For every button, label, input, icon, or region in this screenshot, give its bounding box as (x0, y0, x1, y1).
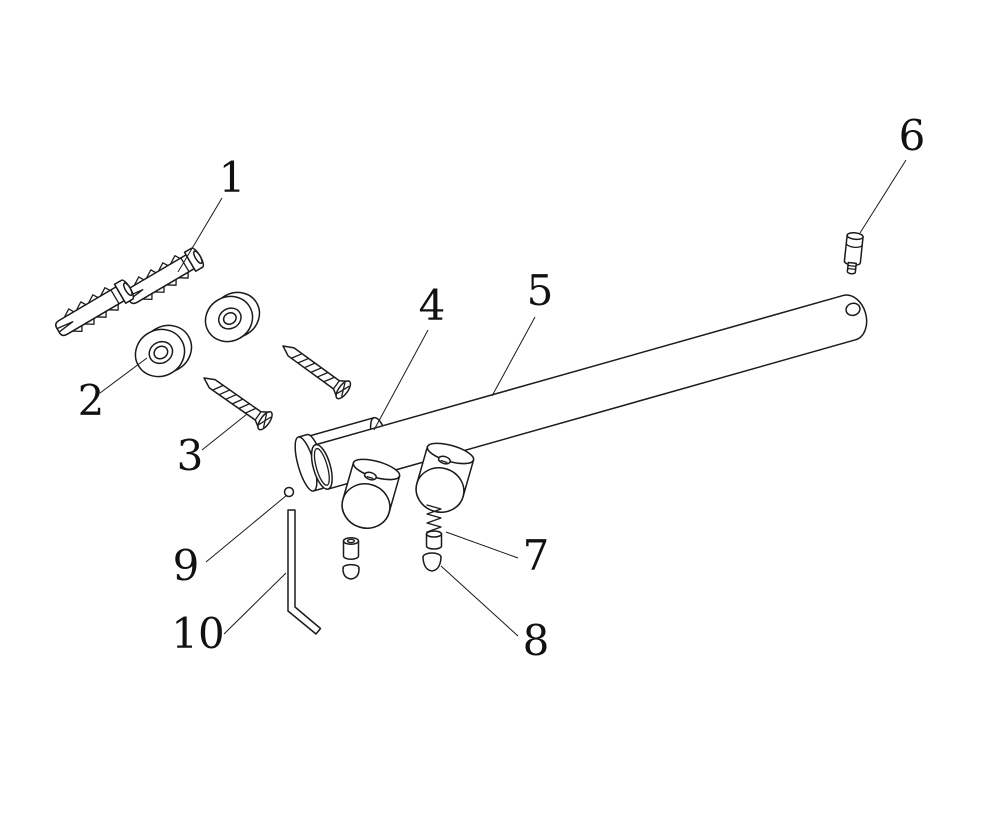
part-8-cap-nut (422, 552, 442, 572)
part-label-1: 1 (219, 153, 246, 202)
part-label-10: 10 (171, 609, 224, 658)
part-labels: 1 2 3 4 5 6 7 8 9 10 (78, 111, 926, 665)
leader-line-5 (491, 316, 536, 397)
part-9-ball (283, 486, 295, 498)
bar-end-hole (845, 302, 861, 317)
part-5-bar (310, 294, 868, 490)
bar-post-right (415, 442, 475, 513)
part-label-4: 4 (419, 281, 446, 330)
part-label-5: 5 (527, 266, 554, 315)
leader-line-8 (440, 565, 519, 637)
leader-line-2 (99, 357, 148, 394)
cap-bore-hole (153, 345, 169, 360)
part-10-hex-key (287, 509, 322, 635)
part-label-2: 2 (78, 376, 105, 425)
part-7-spring-screw (425, 504, 443, 550)
part-label-9: 9 (173, 541, 200, 590)
leader-line-1 (177, 197, 223, 273)
leader-line-7 (445, 531, 519, 559)
part-1-wall-anchor (124, 247, 205, 305)
bar-post-left (341, 458, 401, 529)
leader-line-3 (201, 413, 248, 451)
leader-lines (99, 159, 907, 637)
part-label-8: 8 (523, 616, 550, 665)
part-3-screw (203, 377, 273, 431)
cap-duplicate (204, 291, 261, 343)
part-label-3: 3 (177, 431, 204, 480)
screw-duplicate (282, 345, 352, 400)
bar-open-end (310, 443, 333, 490)
leader-line-6 (859, 159, 907, 234)
phillips-cross-icon (258, 413, 272, 428)
cap-nut-duplicate (342, 563, 360, 580)
anchor-socket-hole (192, 250, 203, 265)
leader-line-10 (223, 572, 287, 635)
part-2-cap (134, 324, 193, 378)
set-screw-duplicate (342, 537, 360, 560)
part-label-6: 6 (899, 111, 926, 160)
spring-coil (426, 504, 442, 533)
part-6-end-screw (843, 232, 864, 275)
leader-line-9 (205, 494, 288, 563)
wall-anchor-duplicate (54, 279, 135, 337)
part-label-7: 7 (523, 531, 550, 580)
leader-line-4 (373, 329, 429, 431)
phillips-cross-icon (337, 382, 350, 397)
